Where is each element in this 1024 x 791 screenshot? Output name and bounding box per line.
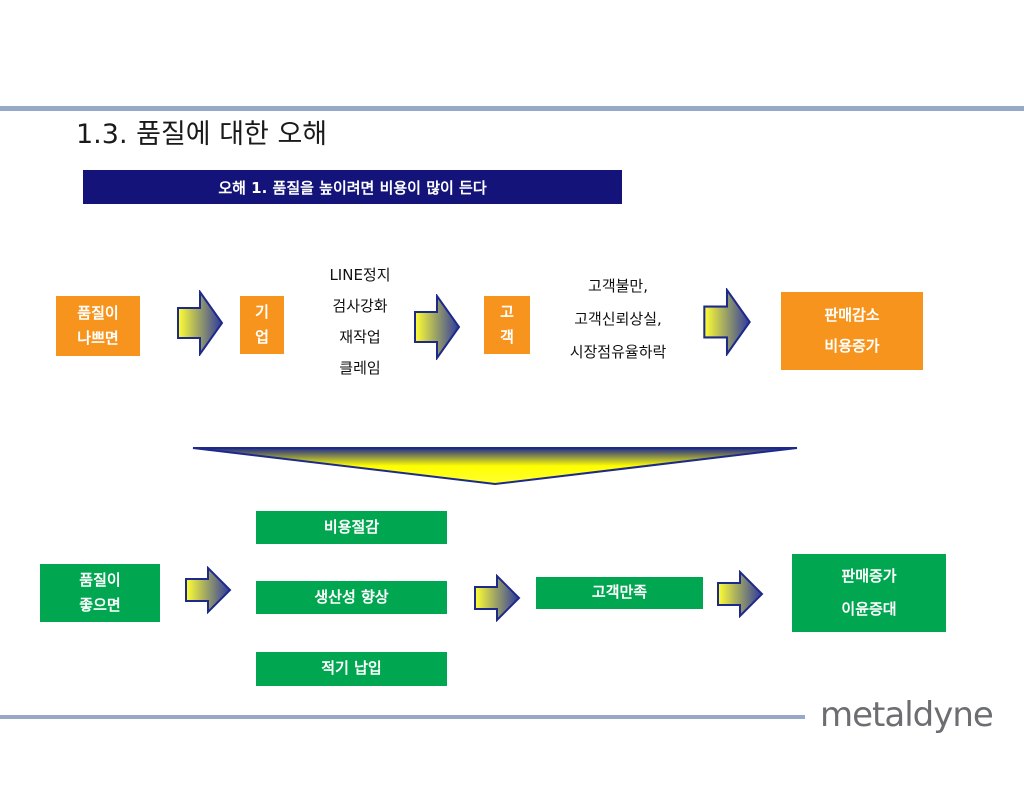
profit-increase-box: 판매증가 이윤증대 xyxy=(792,554,946,632)
company-box: 기 업 xyxy=(240,296,284,354)
customer-effect-3: 시장점유율하락 xyxy=(569,343,667,361)
company-effect-2: 검사강화 xyxy=(332,297,388,315)
customer-box: 고 객 xyxy=(484,296,530,354)
profit-increase-line-2: 이윤증대 xyxy=(841,600,897,618)
flow-arrow-icon xyxy=(414,294,461,360)
customer-effects: 고객불만, 고객신뢰상실, 시장점유율하락 xyxy=(530,270,706,369)
flow-arrow-icon xyxy=(185,566,232,614)
profit-increase-line-1: 판매증가 xyxy=(841,567,897,585)
bad-quality-line-1: 품질이 xyxy=(77,303,119,322)
sales-drop-box: 판매감소 비용증가 xyxy=(781,292,923,370)
bad-quality-line-2: 나쁘면 xyxy=(77,329,119,347)
page-title: 1.3. 품질에 대한 오해 xyxy=(76,119,328,150)
productivity-label: 생산성 향상 xyxy=(314,587,389,606)
flow-arrow-icon xyxy=(717,570,764,618)
good-quality-line-2: 좋으면 xyxy=(79,596,121,614)
on-time-delivery-box: 적기 납입 xyxy=(256,652,447,686)
company-effect-1: LINE정지 xyxy=(329,266,391,284)
top-rule xyxy=(0,106,1024,111)
customer-effect-2: 고객신뢰상실, xyxy=(574,310,662,328)
on-time-delivery-label: 적기 납입 xyxy=(321,659,382,678)
company-effects: LINE정지 검사강화 재작업 클레임 xyxy=(300,260,420,384)
company-char-2: 업 xyxy=(255,328,269,346)
customer-char-1: 고 xyxy=(500,302,514,321)
misconception-banner: 오해 1. 품질을 높이려면 비용이 많이 든다 xyxy=(83,170,622,204)
good-quality-box: 품질이 좋으면 xyxy=(40,564,160,622)
good-quality-line-1: 품질이 xyxy=(79,570,121,589)
customer-satisfaction-label: 고객만족 xyxy=(591,583,648,602)
bottom-rule xyxy=(0,715,805,719)
cost-reduction-box: 비용절감 xyxy=(256,511,447,544)
down-triangle-icon xyxy=(192,447,798,486)
customer-satisfaction-box: 고객만족 xyxy=(536,577,703,609)
productivity-box: 생산성 향상 xyxy=(256,581,447,614)
customer-char-2: 객 xyxy=(500,328,514,346)
bad-quality-box: 품질이 나쁘면 xyxy=(56,296,140,356)
company-char-1: 기 xyxy=(255,302,269,321)
flow-arrow-icon xyxy=(703,288,751,356)
customer-effect-1: 고객불만, xyxy=(588,277,648,295)
metaldyne-logo: metaldyne xyxy=(820,695,994,735)
flow-arrow-icon xyxy=(474,574,521,622)
sales-drop-line-2: 비용증가 xyxy=(824,337,880,355)
company-effect-4: 클레임 xyxy=(339,359,381,377)
cost-reduction-label: 비용절감 xyxy=(323,517,380,536)
company-effect-3: 재작업 xyxy=(339,328,381,346)
flow-arrow-icon xyxy=(177,290,224,356)
sales-drop-line-1: 판매감소 xyxy=(824,305,880,324)
